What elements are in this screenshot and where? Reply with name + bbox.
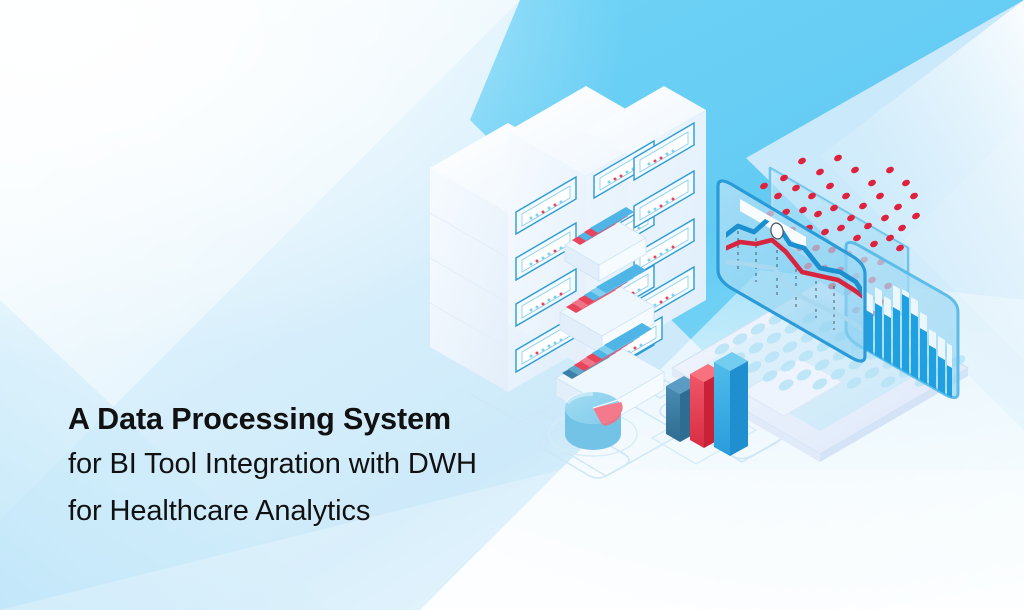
bar-chart-bars	[866, 276, 952, 399]
chart-line-series-a	[726, 213, 862, 307]
laptop-trackpad	[741, 357, 843, 417]
pie-body	[565, 408, 621, 450]
line-chart-panel	[716, 179, 867, 363]
chart-line-series-b	[726, 237, 862, 303]
pie-highlight-gloss	[565, 391, 593, 404]
headline-line-3: for Healthcare Analytics	[68, 495, 371, 527]
pie-slice-divider	[592, 399, 619, 409]
headline-line-1: A Data Processing System	[68, 402, 451, 436]
headline-line-2: for BI Tool Integration with DWH	[68, 448, 477, 480]
bar-3d-c	[714, 352, 748, 456]
pie-chart-3d	[548, 391, 638, 457]
pie-slice-highlight	[593, 402, 623, 423]
file-drawer	[564, 207, 647, 282]
server-rack-cluster	[429, 86, 706, 425]
bar-group-3d	[650, 352, 758, 465]
headline-block: A Data Processing System for BI Tool Int…	[68, 398, 628, 535]
chart-line-series-c	[726, 259, 862, 335]
file-drawers	[555, 207, 665, 425]
chart-marker-point	[770, 222, 784, 240]
file-drawer	[559, 264, 655, 355]
bar-chart-panel	[844, 240, 960, 400]
